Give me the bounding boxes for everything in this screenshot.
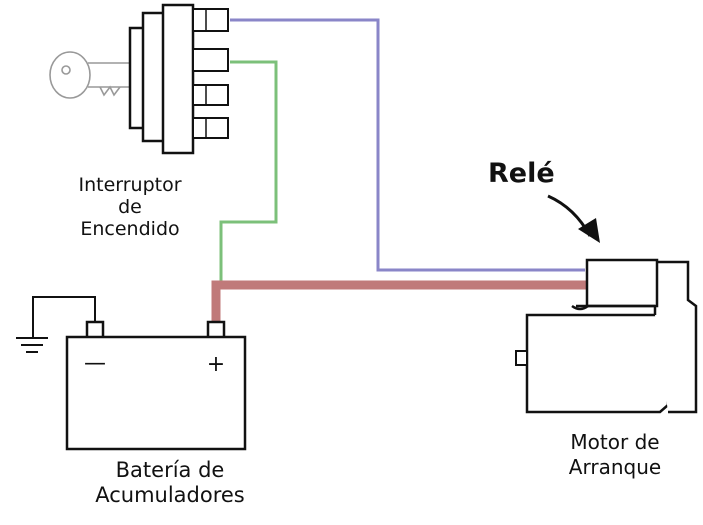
switch-label-line2: de <box>118 195 142 218</box>
battery-label: Batería de Acumuladores <box>50 458 290 508</box>
ground-wire <box>16 296 96 353</box>
ignition-switch-label: Interruptor de Encendido <box>40 174 220 241</box>
motor-label-line2: Arranque <box>568 455 662 479</box>
ignition-switch <box>128 3 229 155</box>
blue-wire <box>230 18 585 272</box>
ignition-key-icon <box>49 51 135 99</box>
relay-pointer-arrow-icon <box>547 194 600 243</box>
switch-label-line3: Encendido <box>80 217 180 240</box>
battery <box>65 320 247 451</box>
green-wire <box>219 60 278 285</box>
relay-label: Relé <box>488 158 555 189</box>
battery-label-line2: Acumuladores <box>95 483 245 508</box>
battery-positive-sign: + <box>207 352 225 377</box>
starter-motor <box>515 260 698 414</box>
motor-label-line1: Motor de <box>570 430 660 454</box>
switch-label-line1: Interruptor <box>78 174 182 196</box>
red-wire <box>211 280 588 325</box>
starter-motor-label: Motor de Arranque <box>535 430 695 480</box>
relay <box>571 258 659 311</box>
battery-negative-sign: — <box>84 351 106 376</box>
battery-label-line1: Batería de <box>115 458 225 482</box>
